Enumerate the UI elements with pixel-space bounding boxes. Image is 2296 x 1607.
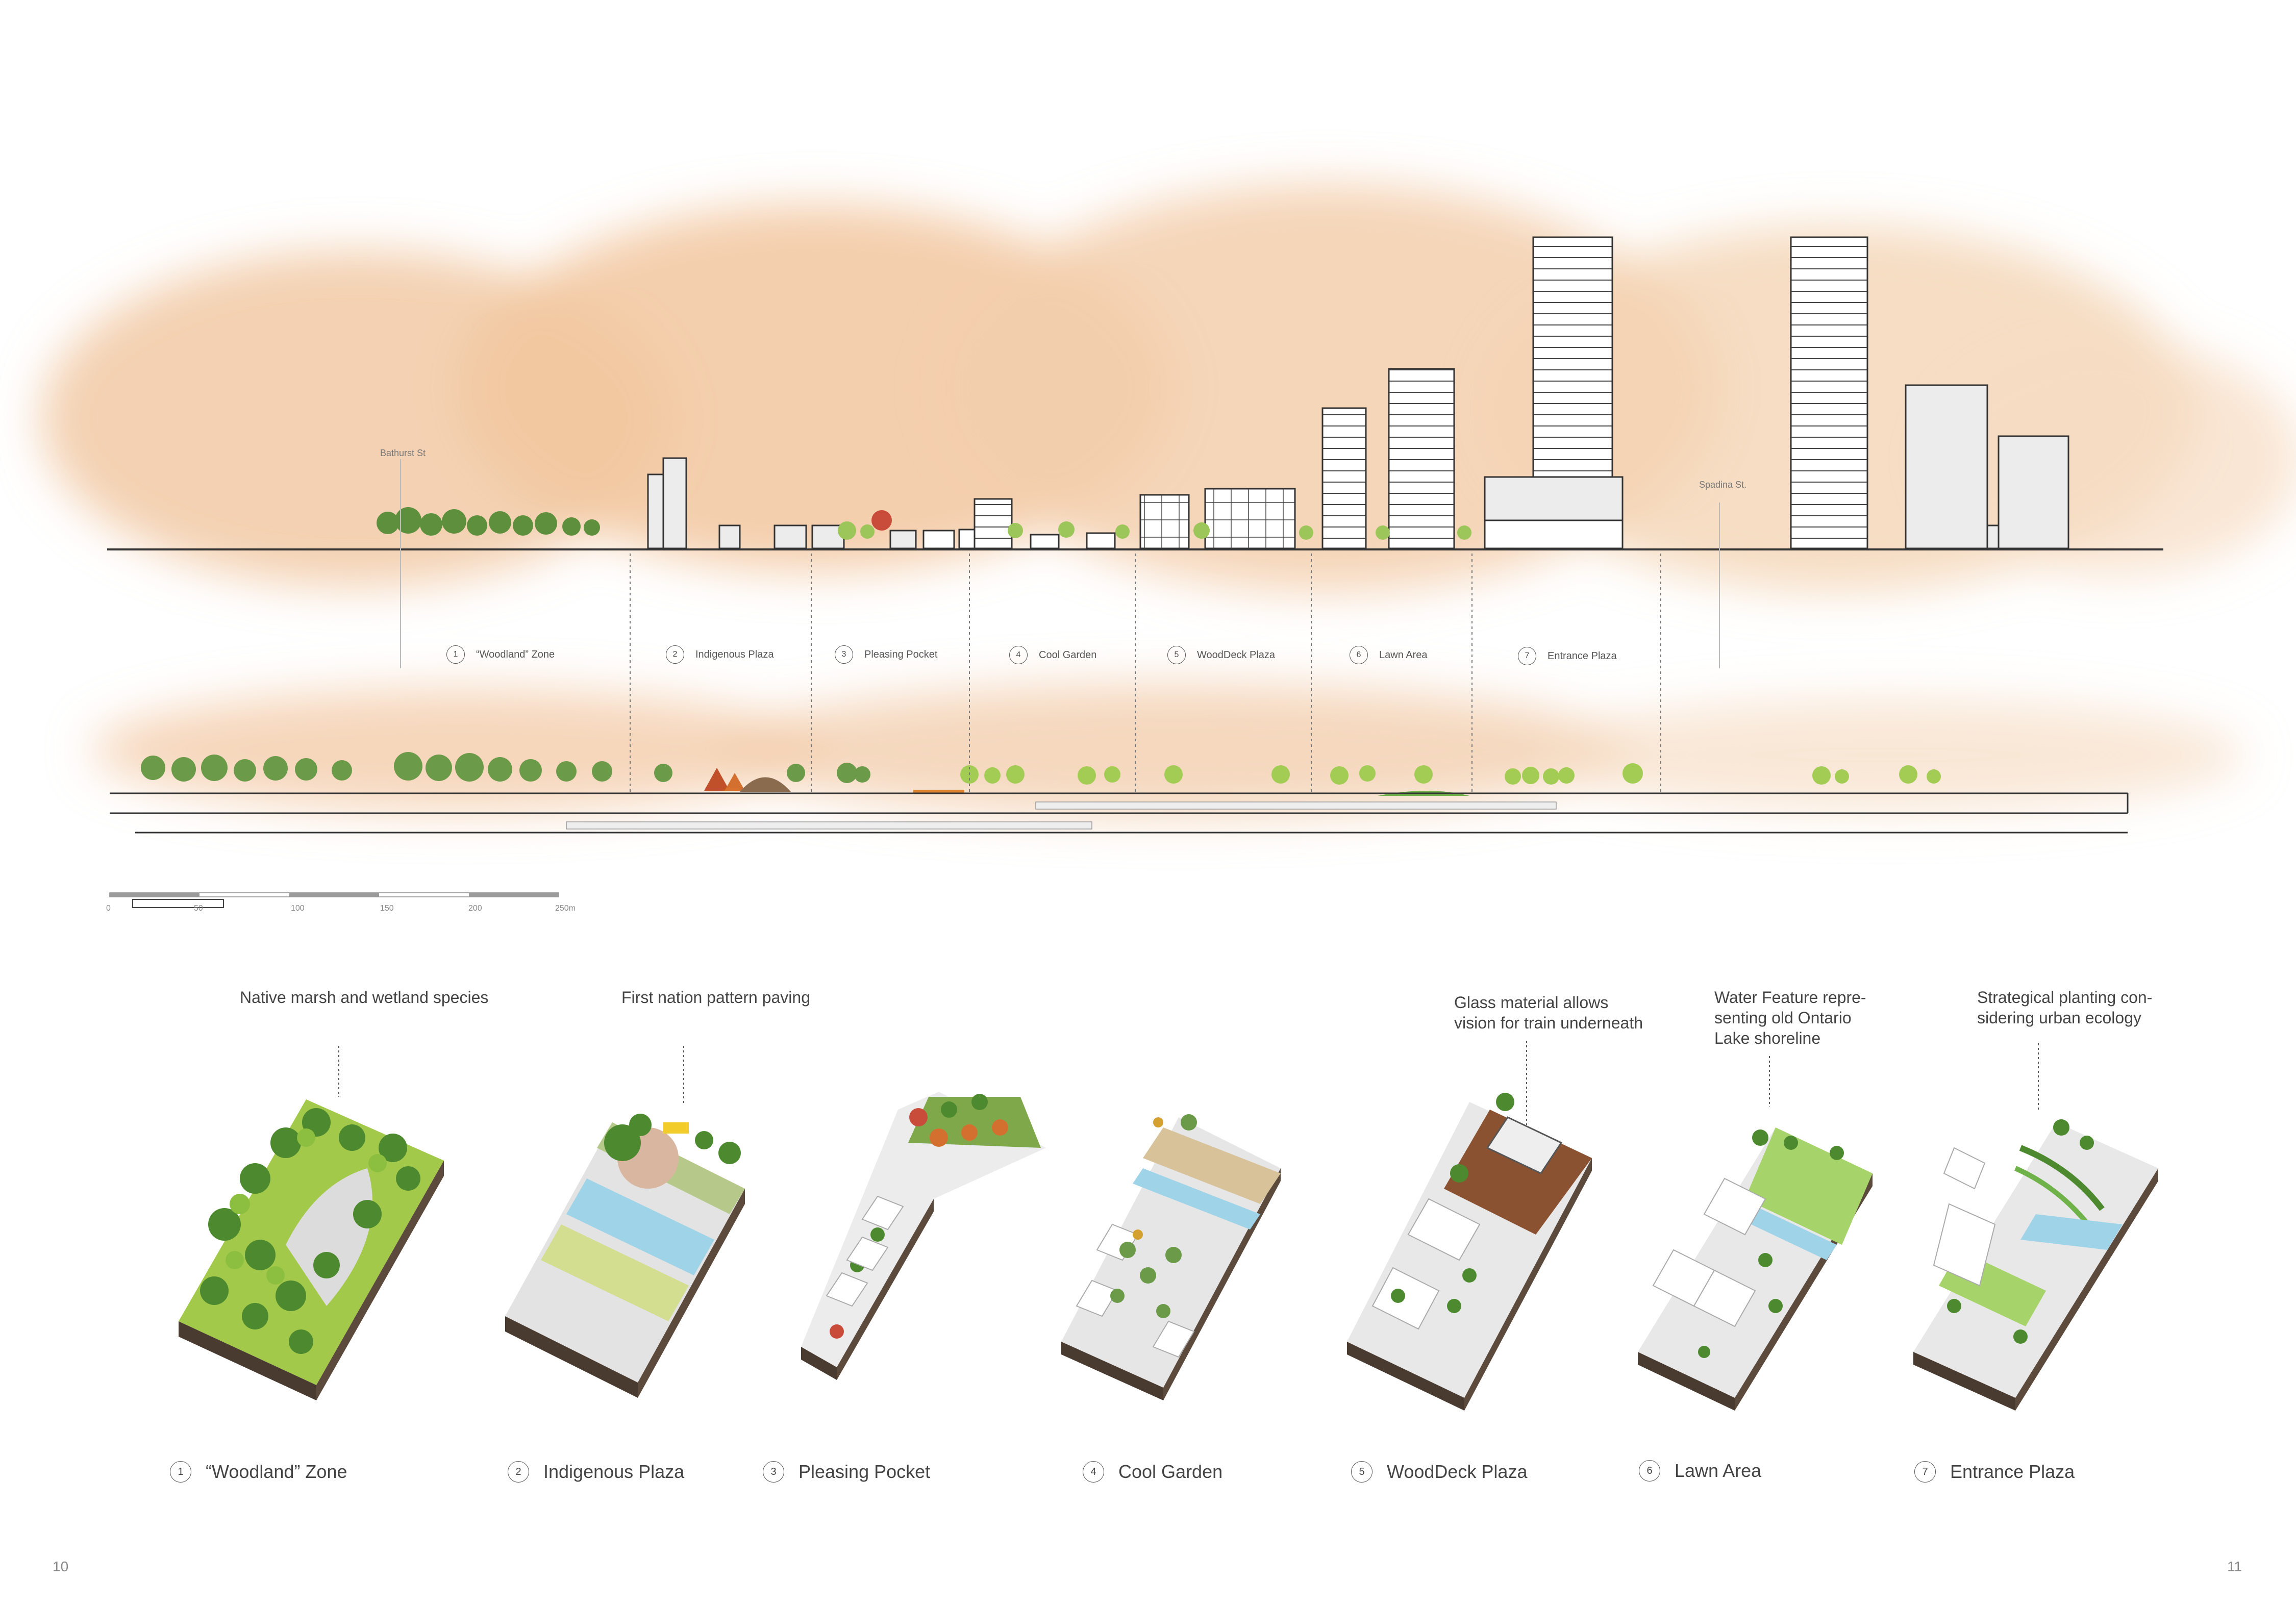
zone-label-text: “Woodland” Zone <box>476 648 555 660</box>
street-label-bathurst: Bathurst St <box>380 448 426 458</box>
zone-number-circle: 3 <box>835 645 853 664</box>
page-number-right: 11 <box>2227 1559 2242 1574</box>
scale-tick: 150 <box>380 904 394 913</box>
scale-tick: 100 <box>291 904 305 913</box>
caption-number-circle: 1 <box>170 1461 191 1483</box>
annotation-glass: Glass material allows vision for train u… <box>1454 992 1643 1033</box>
zone-label-text: Entrance Plaza <box>1548 650 1617 662</box>
zone-number-circle: 7 <box>1518 647 1536 665</box>
zone-label-6: 6 Lawn Area <box>1350 646 1428 664</box>
zone-number-circle: 1 <box>446 645 465 664</box>
caption-number-circle: 2 <box>508 1461 529 1483</box>
zone-label-3: 3 Pleasing Pocket <box>835 645 937 664</box>
zone-label-text: Cool Garden <box>1039 649 1097 661</box>
zone-label-text: Indigenous Plaza <box>695 648 774 660</box>
zone-number-circle: 5 <box>1167 646 1186 664</box>
axo-block-wooddeck-plaza <box>1347 1093 1592 1411</box>
axo-block-woodland <box>179 1099 444 1400</box>
scale-bar <box>109 892 559 908</box>
elevation-trees <box>141 507 1941 796</box>
annotation-line: Glass material allows <box>1454 993 1609 1012</box>
annotation-native-marsh: Native marsh and wetland species <box>240 988 489 1007</box>
annotation-leaders <box>338 1041 2039 1125</box>
caption-4: 4 Cool Garden <box>1083 1461 1222 1483</box>
caption-text: Indigenous Plaza <box>543 1461 685 1482</box>
zone-label-4: 4 Cool Garden <box>1009 646 1096 664</box>
zone-label-text: Pleasing Pocket <box>864 648 938 660</box>
caption-5: 5 WoodDeck Plaza <box>1351 1461 1527 1483</box>
zone-label-text: Lawn Area <box>1379 649 1428 661</box>
annotation-line: vision for train underneath <box>1454 1014 1643 1032</box>
axo-block-lawn-area <box>1638 1127 1873 1411</box>
caption-2: 2 Indigenous Plaza <box>508 1461 684 1483</box>
caption-number-circle: 4 <box>1083 1461 1104 1483</box>
caption-text: Cool Garden <box>1118 1461 1223 1482</box>
caption-7: 7 Entrance Plaza <box>1914 1461 2075 1483</box>
zone-label-1: 1 “Woodland” Zone <box>446 645 555 664</box>
page-number-left: 10 <box>53 1559 69 1574</box>
annotation-water: Water Feature repre- senting old Ontario… <box>1714 987 1866 1048</box>
caption-1: 1 “Woodland” Zone <box>170 1461 347 1483</box>
zone-label-text: WoodDeck Plaza <box>1197 649 1276 661</box>
caption-number-circle: 6 <box>1639 1460 1660 1482</box>
zone-label-7: 7 Entrance Plaza <box>1518 647 1617 665</box>
annotation-first-nation: First nation pattern paving <box>621 988 810 1007</box>
annotation-line: sidering urban ecology <box>1977 1009 2141 1027</box>
scale-tick: 200 <box>468 904 482 913</box>
annotation-line: Strategical planting con- <box>1977 988 2153 1007</box>
axo-block-pleasing-pocket <box>801 1092 1046 1380</box>
scale-tick: 50 <box>194 904 203 913</box>
zone-label-5: 5 WoodDeck Plaza <box>1167 646 1275 664</box>
annotation-line: Lake shoreline <box>1714 1029 1821 1047</box>
axo-block-entrance-plaza <box>1913 1119 2158 1411</box>
annotation-planting: Strategical planting con- sidering urban… <box>1977 987 2152 1028</box>
elevation-buildings <box>647 236 2069 549</box>
zone-number-circle: 4 <box>1009 646 1028 664</box>
caption-text: WoodDeck Plaza <box>1387 1461 1528 1482</box>
scale-tick: 250m <box>555 904 576 913</box>
axo-block-cool-garden <box>1061 1114 1281 1400</box>
caption-number-circle: 7 <box>1914 1461 1936 1483</box>
elevation-lines <box>107 459 2163 834</box>
annotation-line: Water Feature repre- <box>1714 988 1866 1007</box>
caption-6: 6 Lawn Area <box>1639 1460 1761 1482</box>
scale-tick: 0 <box>106 904 111 913</box>
caption-3: 3 Pleasing Pocket <box>763 1461 930 1483</box>
zone-number-circle: 6 <box>1350 646 1368 664</box>
caption-number-circle: 5 <box>1351 1461 1372 1483</box>
caption-text: Pleasing Pocket <box>798 1461 931 1482</box>
axo-block-indigenous-plaza <box>505 1114 745 1398</box>
caption-text: Entrance Plaza <box>1950 1461 2075 1482</box>
caption-number-circle: 3 <box>763 1461 784 1483</box>
zone-number-circle: 2 <box>666 645 684 664</box>
caption-text: “Woodland” Zone <box>206 1461 347 1482</box>
caption-text: Lawn Area <box>1675 1460 1762 1481</box>
annotation-line: senting old Ontario <box>1714 1009 1852 1027</box>
zone-label-2: 2 Indigenous Plaza <box>666 645 773 664</box>
street-label-spadina: Spadina St. <box>1699 480 1747 490</box>
